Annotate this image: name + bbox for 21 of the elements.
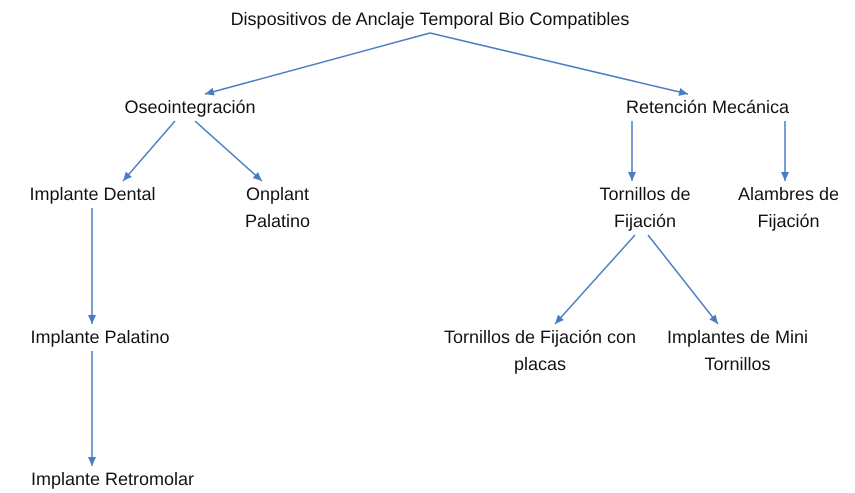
node-label: Implantes de Mini Tornillos	[660, 324, 815, 378]
arrow	[194, 120, 262, 182]
node-label: Retención Mecánica	[600, 94, 815, 121]
arrow	[204, 32, 430, 96]
arrow	[554, 234, 636, 324]
arrow	[781, 121, 789, 181]
node-label: Alambres de Fijación	[722, 181, 855, 235]
node-label: Implante Retromolar	[5, 466, 220, 493]
arrow	[88, 208, 96, 324]
arrow	[647, 234, 719, 324]
node-label: Implante Dental	[5, 181, 180, 208]
arrow	[628, 121, 636, 181]
arrow	[88, 351, 96, 466]
node-label: Implante Palatino	[5, 324, 195, 351]
node-label: Onplant Palatino	[225, 181, 330, 235]
node-label: Oseointegración	[95, 94, 285, 121]
arrow	[122, 120, 176, 182]
node-label: Tornillos de Fijación	[575, 181, 715, 235]
node-label: Dispositivos de Anclaje Temporal Bio Compatibles	[170, 6, 690, 33]
arrow	[430, 32, 688, 96]
node-label: Tornillos de Fijación con placas	[435, 324, 645, 378]
